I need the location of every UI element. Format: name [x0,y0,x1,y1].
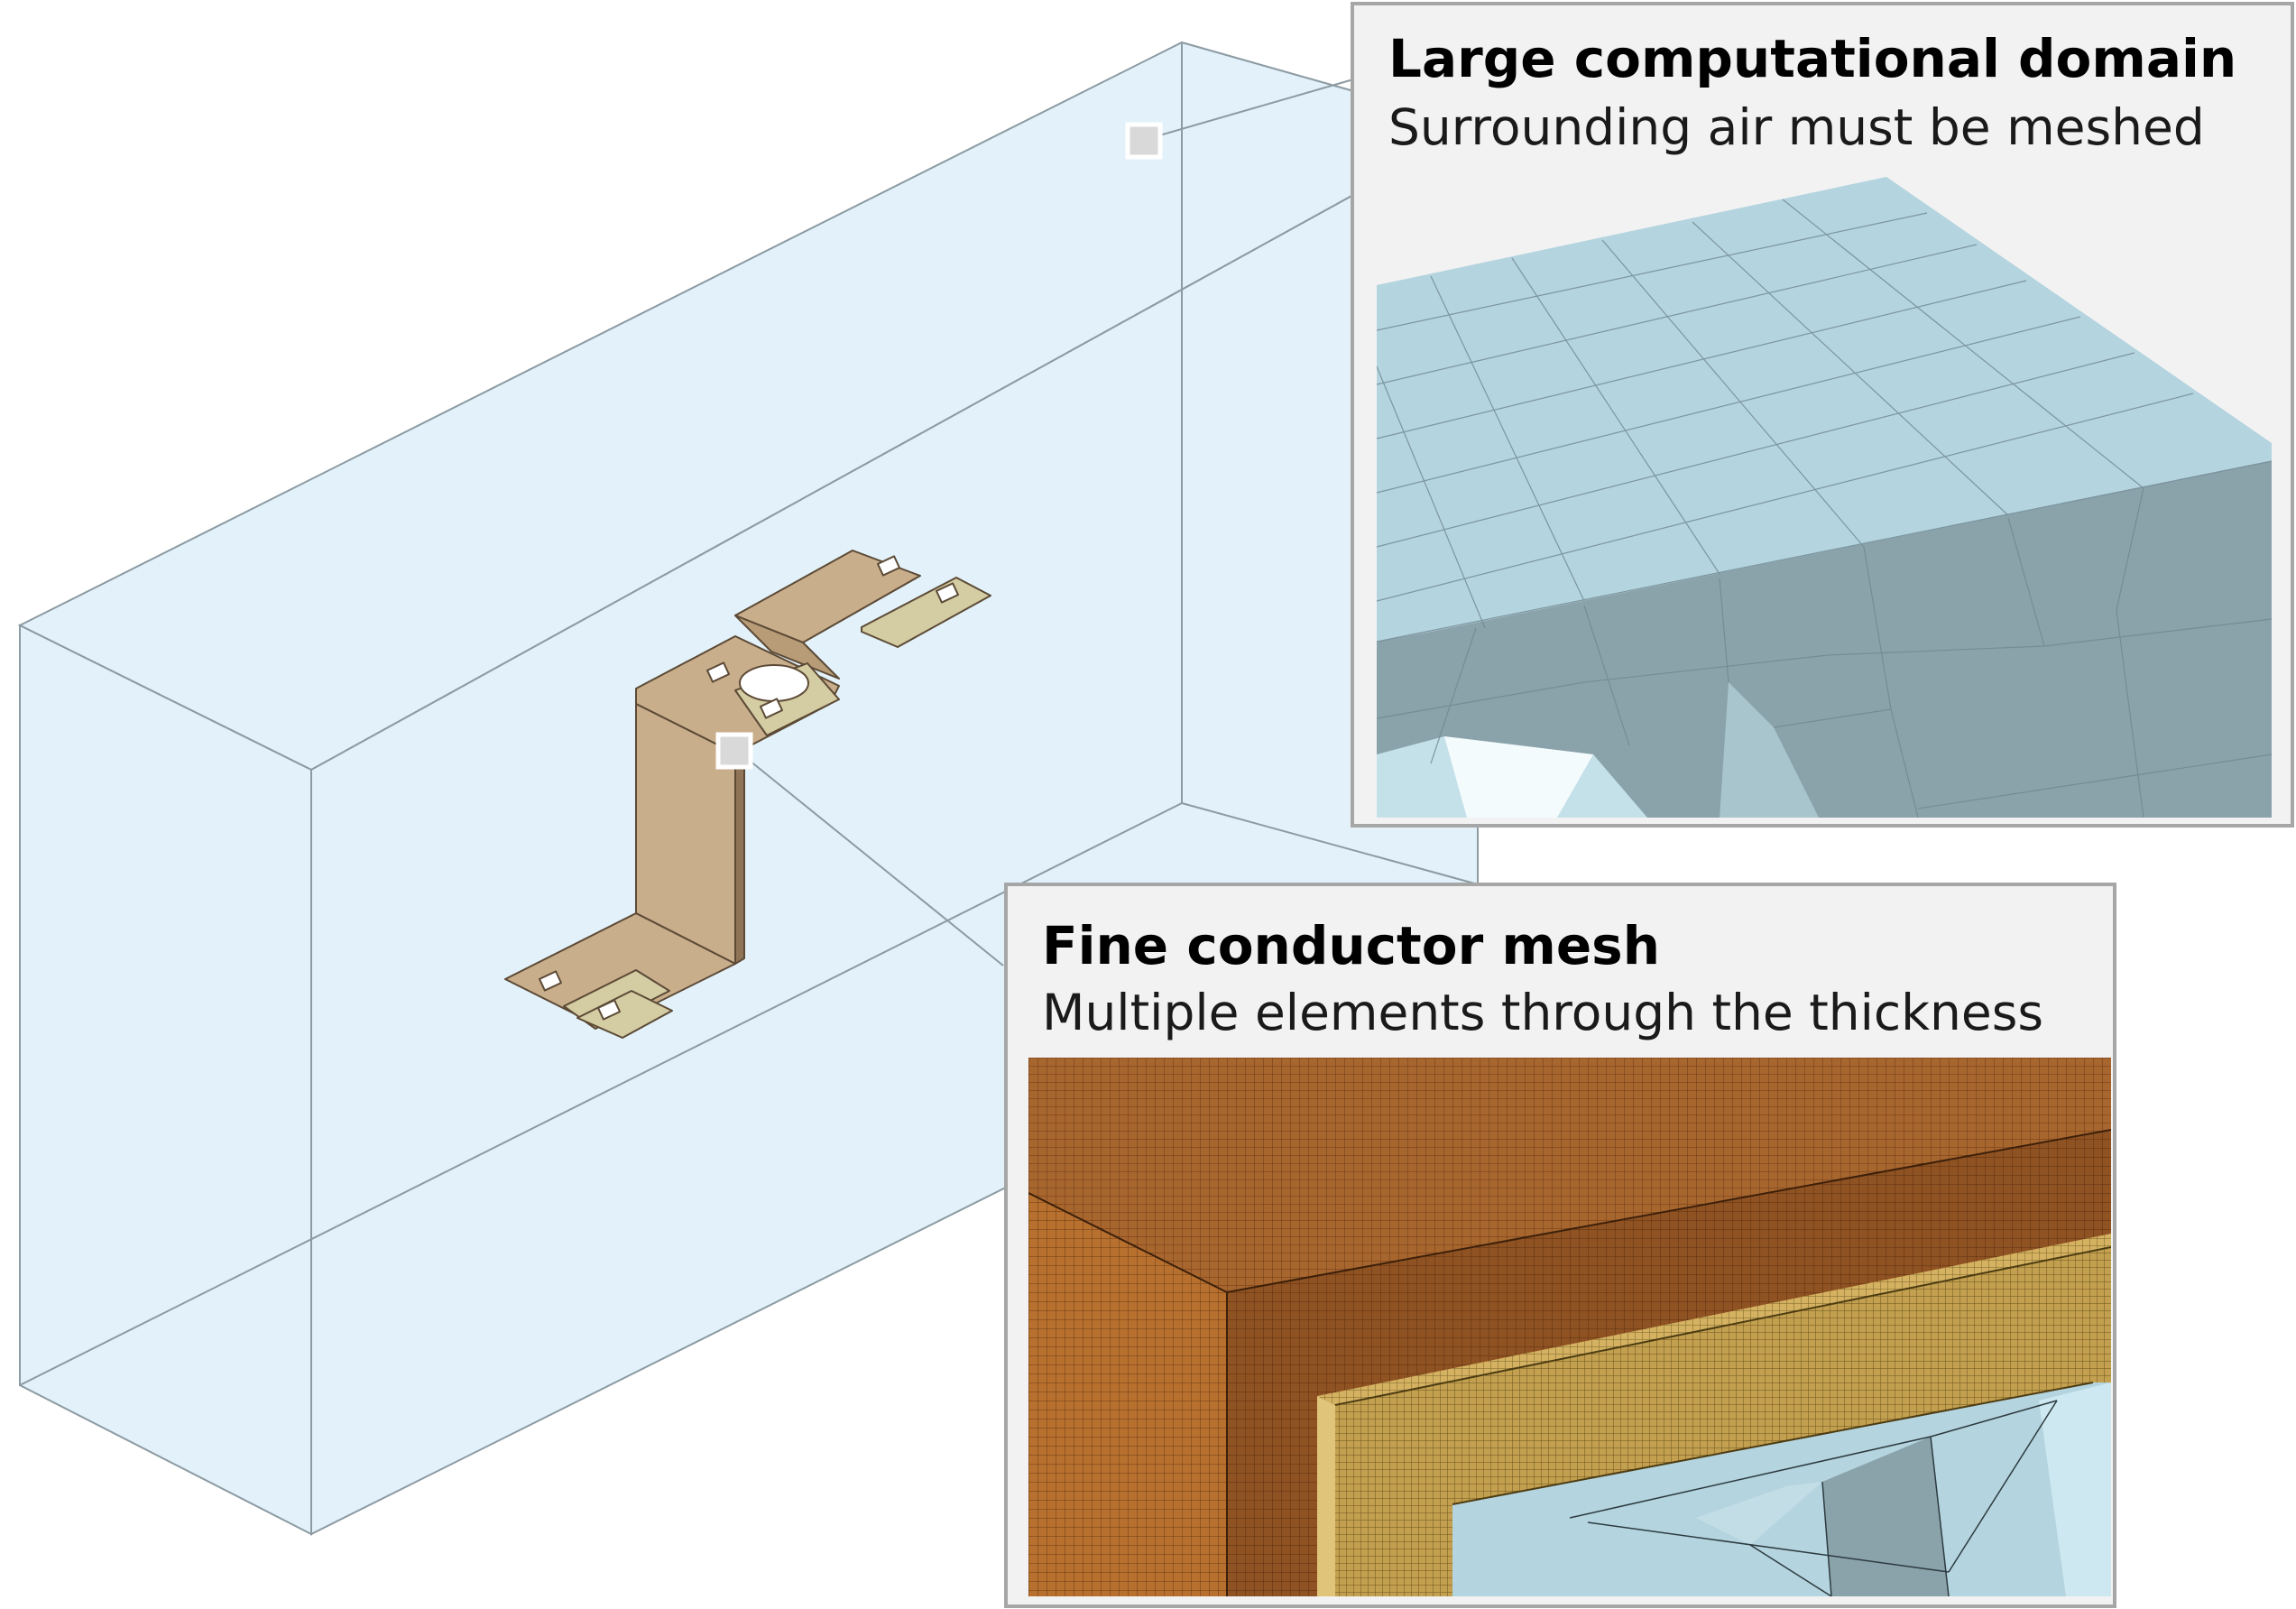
copper-top-edge [1226,1129,2111,1293]
top-plate-hole-1 [705,661,731,683]
top-plate-hole-2 [759,698,784,719]
air-cavity-light [2039,1382,2111,1596]
conductor-leader-line [734,748,1004,966]
upper-tab-hole-2 [935,582,960,604]
air-leader-line [1143,79,1354,141]
copper-side-face [1028,1193,1227,1596]
conductor-callout: Fine conductor mesh Multiple elements th… [1004,883,2116,1608]
upper-tab-hole-1 [876,555,901,577]
air-callout-subtitle: Surrounding air must be meshed [1388,98,2205,156]
air-mesh-inset [1377,177,2272,818]
upper-step-wall [734,615,840,680]
air-domain-box [17,41,1480,1536]
top-plate-round-hole [739,664,809,702]
air-box-left-face [19,624,312,1536]
air-cavity-mid [1696,1482,1822,1545]
air-mesh-lines [1377,199,2272,818]
conductor-callout-title: Fine conductor mesh [1042,915,1660,976]
air-cavity-mesh-lines [1569,1400,2058,1596]
leaders [715,79,1354,966]
cavity-edge [1452,1382,2094,1505]
brass-top-surface [1317,1234,2111,1405]
brass-edge [1334,1246,2111,1406]
lower-tab-hole-2 [596,999,622,1021]
conductor-mesh-inset [1028,1058,2111,1596]
brass-side-face [1317,1396,1335,1596]
air-mesh-cavity-mid [1720,682,1819,818]
air-mesh-cavity-white [1444,736,1593,818]
air-marker [1125,122,1163,160]
air-callout-title: Large computational domain [1388,28,2237,89]
conductor-busbar [504,550,991,1039]
hidden-edge-bottom-right [1181,802,1479,885]
copper-top-surface [1028,1058,2111,1292]
vertical-wall-edge [734,748,745,965]
conductor-marker [715,732,753,770]
hidden-edge-bottom-left [19,802,1183,1386]
lower-tab-hole-1 [538,970,563,992]
air-mesh-top-surface [1377,177,2272,642]
conductor-callout-subtitle: Multiple elements through the thickness [1042,984,2044,1041]
air-mesh-side-surface [1377,461,2272,818]
air-callout: Large computational domain Surrounding a… [1351,2,2294,828]
air-cavity-dark-1 [1822,1437,1949,1596]
copper-left-edge [1028,1192,1228,1293]
